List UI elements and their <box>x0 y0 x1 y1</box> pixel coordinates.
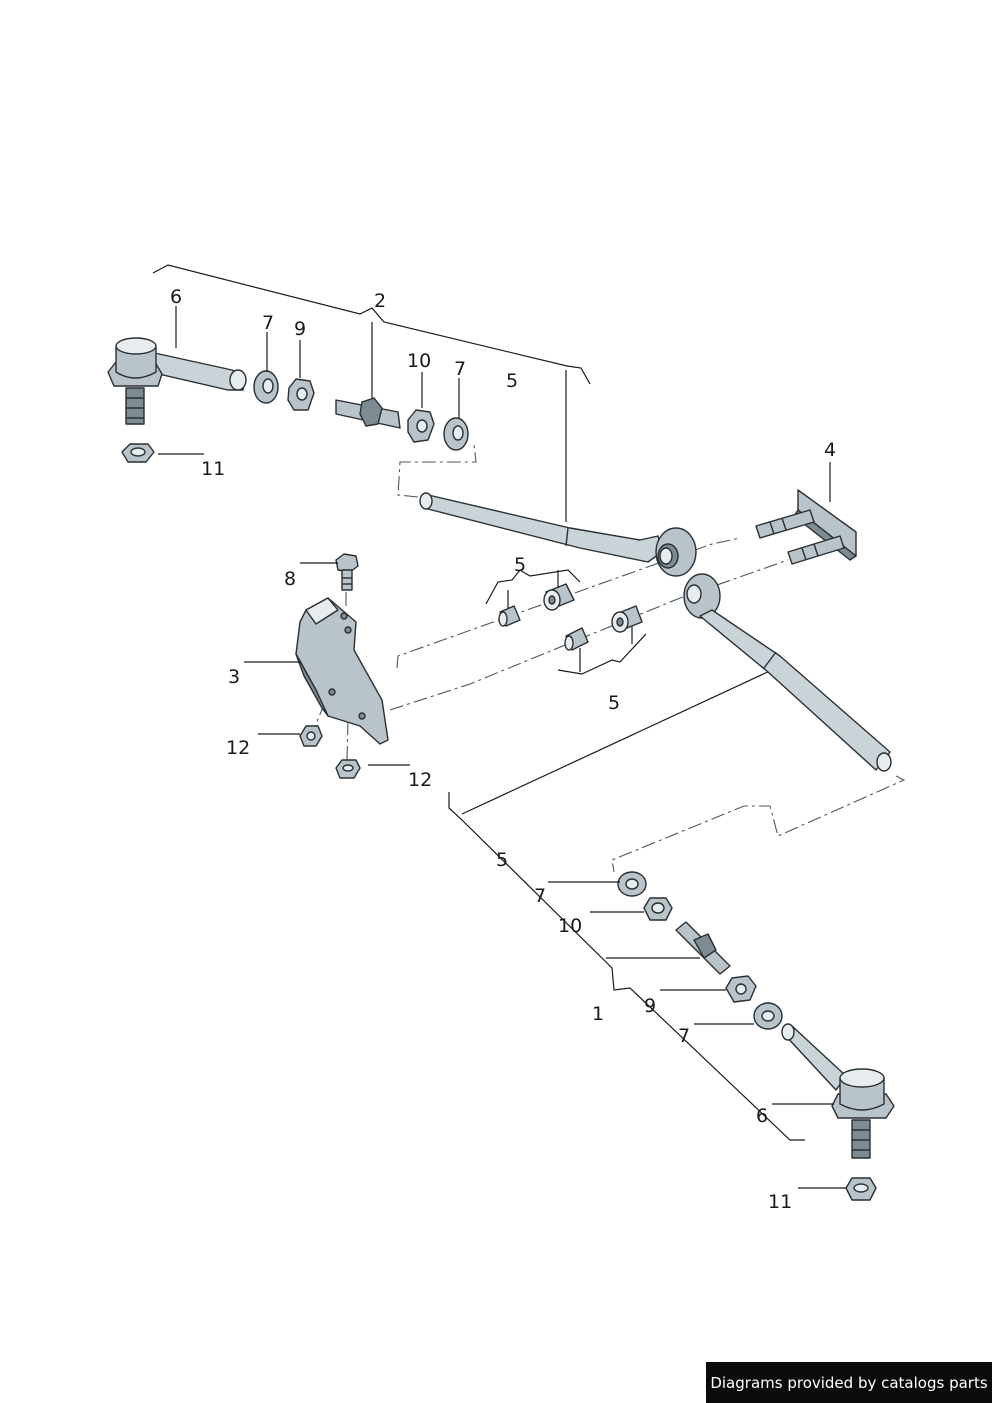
steering-bracket <box>295 597 389 745</box>
assembly-line-bushing-b <box>389 559 789 711</box>
nut-10-upper <box>407 409 435 443</box>
callout-5-upper-rod: 5 <box>506 370 518 392</box>
tie-rod-lower <box>683 573 892 772</box>
nut-9-lower <box>725 975 757 1003</box>
callout-11-lower: 11 <box>768 1191 792 1213</box>
callout-2: 2 <box>374 290 386 312</box>
assembly-line-lower <box>611 775 906 873</box>
washer-7-lower-lower <box>753 1002 783 1030</box>
threaded-stud-lower <box>675 921 731 975</box>
callout-9-lower: 9 <box>644 995 656 1017</box>
callout-9-upper: 9 <box>294 318 306 340</box>
credit-banner: Diagrams provided by catalogs parts <box>706 1362 992 1403</box>
assembly-line-nut-b <box>346 719 349 761</box>
callout-7-lower-b: 7 <box>678 1025 690 1047</box>
nut-12-right <box>335 759 361 779</box>
leader-5-lower-rod <box>461 669 773 815</box>
callout-8: 8 <box>284 568 296 590</box>
bolt-8 <box>335 553 359 591</box>
threaded-stud-upper <box>335 397 401 429</box>
credit-text: Diagrams provided by catalogs parts <box>710 1373 988 1392</box>
nut-11-lower <box>845 1177 877 1201</box>
leader-5-bushings-lower <box>557 633 647 675</box>
callout-5-bushings-upper: 5 <box>514 554 526 576</box>
nut-12-left <box>299 725 323 747</box>
callout-5-lower-rod: 5 <box>496 849 508 871</box>
callout-7-lower-a: 7 <box>534 885 546 907</box>
callout-4: 4 <box>824 439 836 461</box>
tie-rod-end-upper <box>107 337 247 425</box>
mounting-plate <box>755 489 857 565</box>
washer-7-upper-right <box>443 417 469 451</box>
callout-10-upper: 10 <box>407 350 431 372</box>
nut-11-upper <box>121 443 155 463</box>
bushing-lower-sleeve <box>564 627 589 651</box>
callout-7-upper-right: 7 <box>454 358 466 380</box>
callout-3: 3 <box>228 666 240 688</box>
nut-10-lower <box>643 897 673 921</box>
callout-5-bushings-lower: 5 <box>608 692 620 714</box>
bushing-lower-flanged <box>611 605 643 633</box>
callout-11-upper: 11 <box>201 458 225 480</box>
washer-7-lower-upper <box>617 871 647 897</box>
callout-6-lower: 6 <box>756 1105 768 1127</box>
bushing-upper-sleeve <box>498 605 521 627</box>
callout-12-right: 12 <box>408 769 432 791</box>
callout-1: 1 <box>592 1003 604 1025</box>
callout-7-upper-left: 7 <box>262 312 274 334</box>
nut-9-upper <box>287 378 315 411</box>
callout-6-upper: 6 <box>170 286 182 308</box>
tie-rod-upper <box>419 492 697 577</box>
leader-5-bushings-upper <box>485 569 581 605</box>
group-bracket-1 <box>448 792 805 1141</box>
callout-12-left: 12 <box>226 737 250 759</box>
washer-7-upper-left <box>253 370 279 404</box>
callout-10-lower: 10 <box>558 915 582 937</box>
bushing-upper-flanged <box>543 583 575 611</box>
assembly-line-upper <box>397 443 477 498</box>
tie-rod-end-lower <box>781 1023 895 1159</box>
group-bracket-2 <box>152 264 591 385</box>
